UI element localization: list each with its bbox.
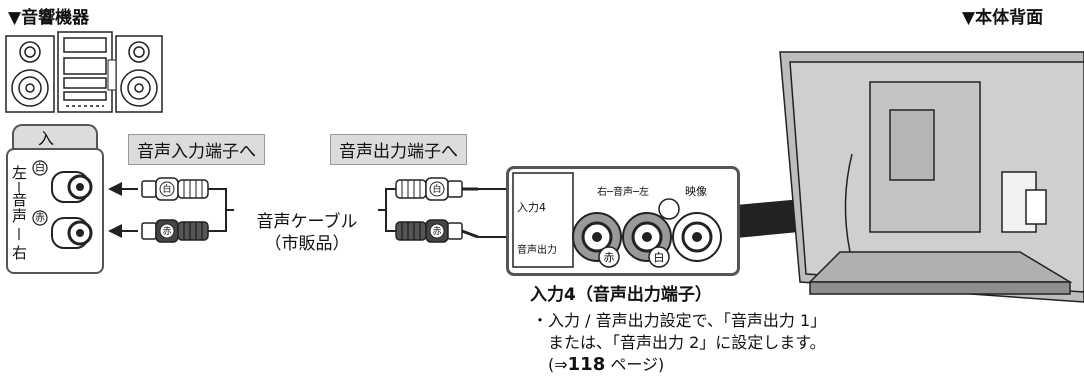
audio-device-title: ▼音響機器 [8,8,90,28]
red-mark-input: 赤 [35,213,45,224]
audio-system-illustration [5,31,163,113]
notes-line2: または、「音声出力 2」に設定します。 [548,333,826,352]
page-ref-suffix: ページ) [605,355,665,374]
white-mark-input: 白 [35,163,45,174]
red-mark-plug-right: 赤 [432,227,442,237]
tv-rear-illustration [779,51,1084,303]
audio-lr-label: 右─音声─左 [597,187,650,198]
video-label: 映像 [685,185,707,198]
cable-note: （市販品） [264,234,350,254]
notes-line3: (⇒118 ページ) [548,354,664,376]
input4-label: 入力4 [517,201,546,214]
white-mark-terminal: 白 [653,251,665,264]
page-ref-number[interactable]: 118 [567,354,606,375]
red-mark-plug-left: 赤 [162,227,172,237]
rear-panel-title: ▼本体背面 [962,8,1044,28]
white-mark-plug-left: 白 [162,185,172,195]
notes-heading: 入力4（音声出力端子） [530,285,712,305]
right-label: 右 [12,244,28,262]
cable-name: 音声ケーブル [256,212,358,232]
white-mark-plug-right: 白 [432,185,442,195]
terminal-panel: 入力4 音声出力 右─音声─左 映像 赤 白 [506,166,740,276]
left-label: 左 [12,164,28,182]
cable-label: 音声ケーブル （市販品） [232,211,382,255]
audio-input-callout: 音声入力端子へ [128,134,265,165]
notes-line1: ・入力 / 音声出力設定で、「音声出力 1」 [532,311,827,330]
red-mark-terminal: 赤 [603,251,615,264]
audio-output-callout: 音声出力端子へ [330,134,467,165]
page-ref-prefix: (⇒ [548,355,568,374]
input-jacks [18,160,93,249]
audio-label: 音声 [12,191,28,225]
input-panel: 左 音声 右 白 赤 [6,148,104,274]
terminal-jacks [512,172,722,268]
audio-out-label: 音声出力 [517,245,557,256]
